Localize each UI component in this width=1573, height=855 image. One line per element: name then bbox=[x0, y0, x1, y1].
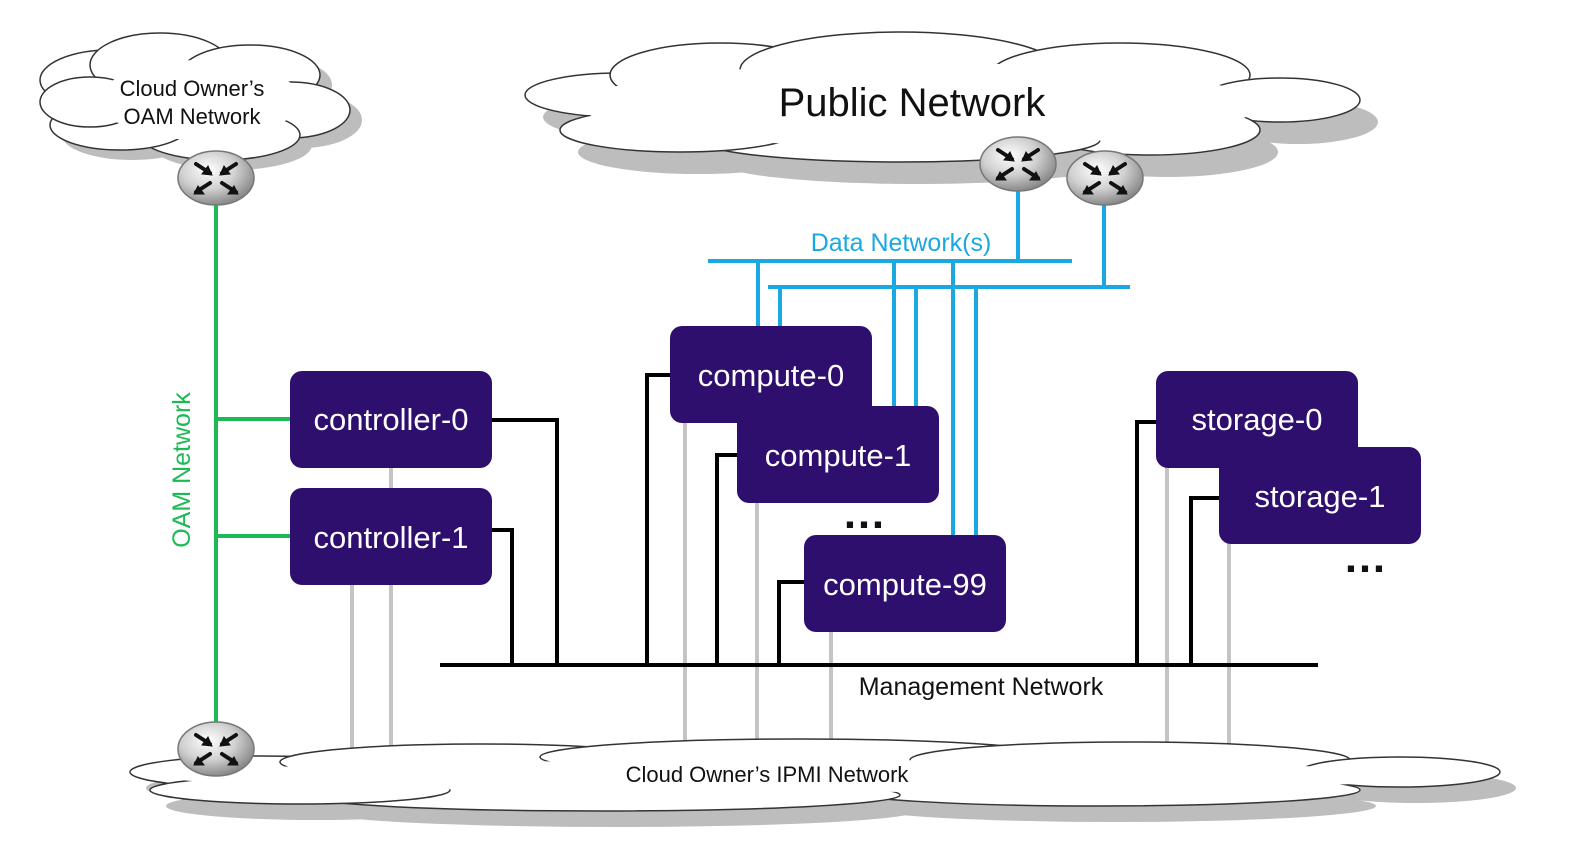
controller-0-node[interactable]: controller-0 bbox=[290, 371, 492, 468]
controller-1-label: controller-1 bbox=[313, 520, 468, 555]
ipmi-cloud: Cloud Owner’s IPMI Network bbox=[129, 738, 1516, 827]
oam-cloud-label-line1: Cloud Owner’s bbox=[120, 76, 265, 101]
management-network-label: Management Network bbox=[859, 673, 1104, 701]
data-network-lines bbox=[708, 190, 1130, 538]
oam-router-icon bbox=[176, 149, 256, 207]
ipmi-network-links bbox=[350, 422, 1231, 748]
compute-1-label: compute-1 bbox=[765, 438, 911, 473]
oam-cloud-label-line2: OAM Network bbox=[124, 104, 262, 129]
ipmi-cloud-label: Cloud Owner’s IPMI Network bbox=[626, 762, 910, 787]
public-cloud-label: Public Network bbox=[779, 81, 1047, 125]
public-router-1-icon bbox=[978, 135, 1058, 193]
ipmi-router-icon bbox=[176, 720, 256, 778]
compute-ellipsis: … bbox=[842, 489, 890, 538]
storage-1-node[interactable]: storage-1 bbox=[1219, 447, 1421, 544]
controller-1-node[interactable]: controller-1 bbox=[290, 488, 492, 585]
oam-network-lines bbox=[214, 200, 292, 735]
compute-0-node[interactable]: compute-0 bbox=[670, 326, 872, 423]
storage-0-label: storage-0 bbox=[1192, 402, 1323, 437]
storage-ellipsis: … bbox=[1343, 533, 1391, 582]
management-network-lines bbox=[440, 373, 1318, 667]
compute-1-node[interactable]: compute-1 bbox=[737, 406, 939, 503]
controller-0-label: controller-0 bbox=[313, 402, 468, 437]
storage-1-label: storage-1 bbox=[1255, 479, 1386, 514]
compute-0-label: compute-0 bbox=[698, 358, 844, 393]
storage-0-node[interactable]: storage-0 bbox=[1156, 371, 1358, 468]
data-network-label: Data Network(s) bbox=[811, 229, 992, 257]
oam-cloud: Cloud Owner’s OAM Network bbox=[39, 32, 362, 170]
compute-99-label: compute-99 bbox=[823, 567, 987, 602]
compute-99-node[interactable]: compute-99 bbox=[804, 535, 1006, 632]
oam-network-label: OAM Network bbox=[168, 392, 196, 548]
public-cloud: Public Network bbox=[524, 31, 1378, 184]
public-router-2-icon bbox=[1065, 149, 1145, 207]
